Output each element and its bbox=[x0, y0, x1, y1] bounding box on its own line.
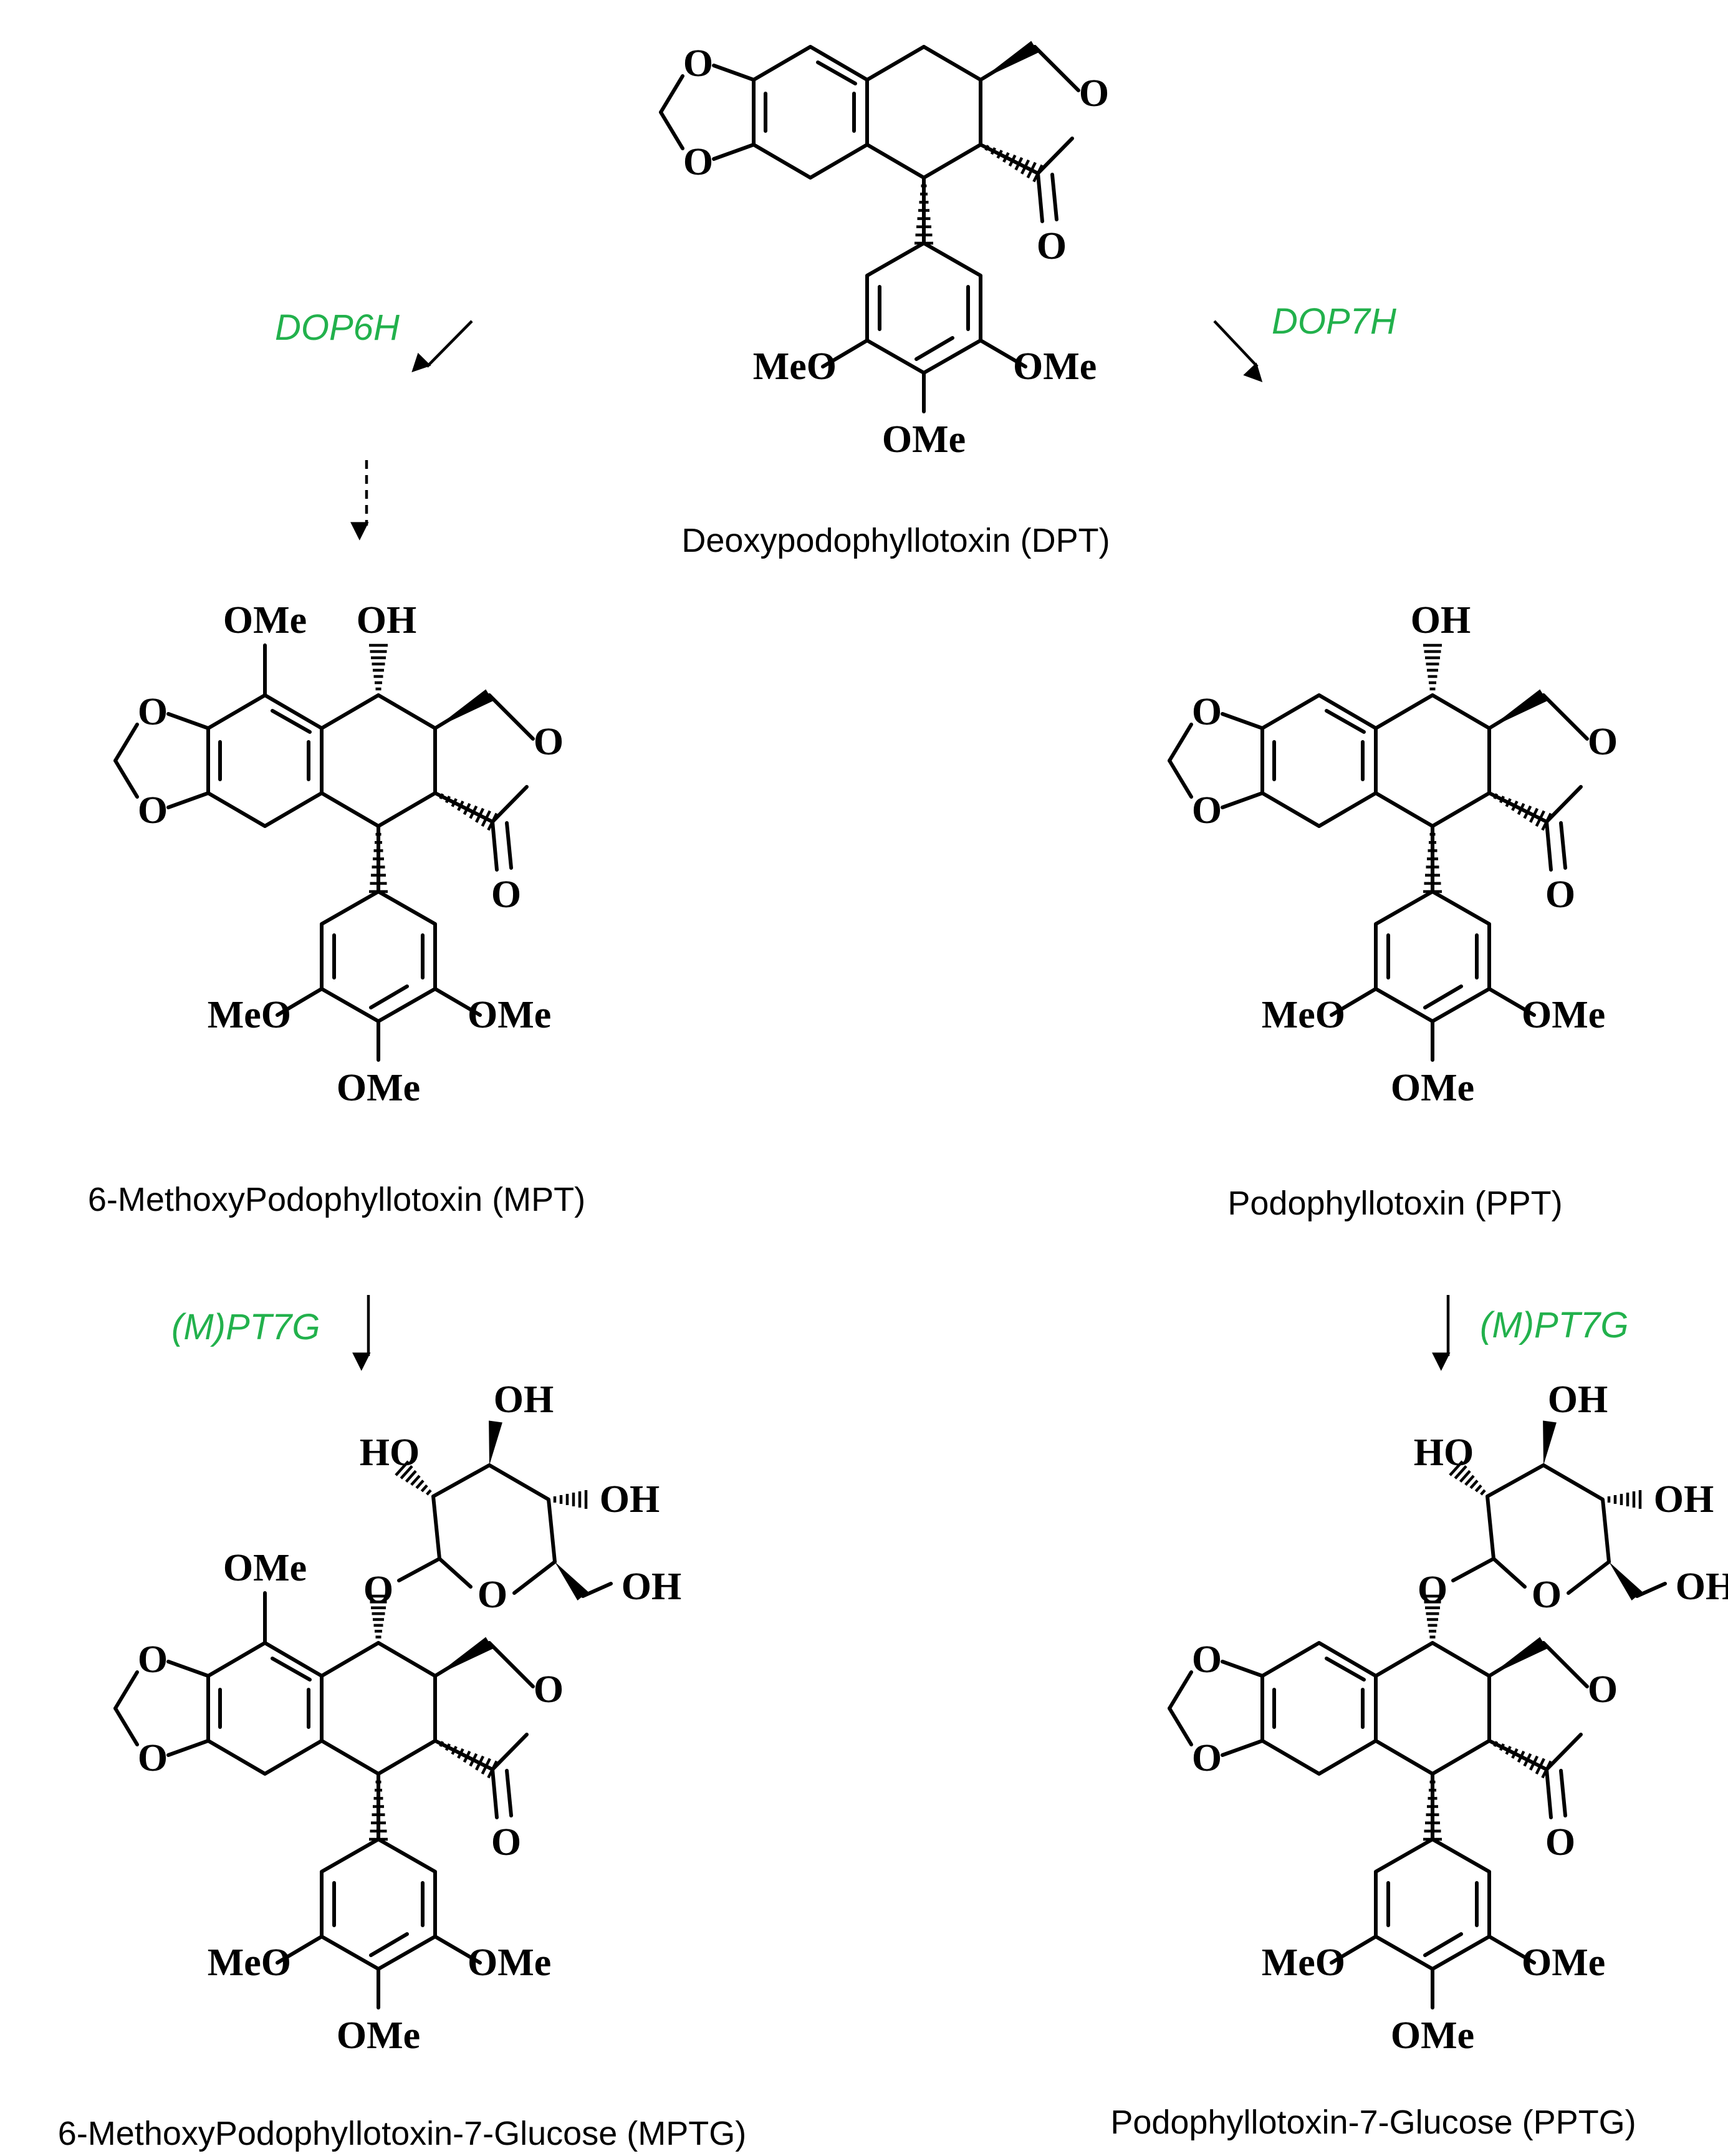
ome-right: OMe bbox=[468, 1942, 551, 1984]
ome-c6: OMe bbox=[223, 1547, 307, 1589]
ome-bottom: OMe bbox=[1391, 2014, 1474, 2057]
sugar-oh-ch2: OH bbox=[622, 1566, 681, 1608]
meo-left: MeO bbox=[1262, 1942, 1345, 1984]
sugar-oh-ch2: OH bbox=[1676, 1566, 1728, 1608]
carbonyl-o: O bbox=[1545, 873, 1575, 916]
molecule-dpt: O O O O OMe MeO OMe bbox=[659, 41, 1109, 461]
oh-c7: OH bbox=[1411, 599, 1471, 642]
caption-mpt: 6-MethoxyPodophyllotoxin (MPT) bbox=[88, 1181, 585, 1218]
meo-left: MeO bbox=[1262, 994, 1345, 1036]
oh-c7: OH bbox=[357, 599, 416, 642]
dioxole-o1: O bbox=[1192, 691, 1222, 733]
enzyme-mpt7g-left: (M)PT7G bbox=[171, 1307, 320, 1347]
lactone-ring-o: O bbox=[534, 1668, 564, 1711]
ome-bottom: OMe bbox=[882, 418, 966, 461]
ome-c6: OMe bbox=[223, 599, 307, 642]
pyranose-o: O bbox=[478, 1574, 507, 1616]
molecule-ppt: O O O O OMe MeO OMe OH bbox=[1168, 599, 1618, 1109]
lactone-ring-o: O bbox=[1588, 1668, 1618, 1711]
carbonyl-o: O bbox=[491, 1821, 521, 1864]
dioxole-o2: O bbox=[1192, 789, 1222, 832]
reaction-arrows bbox=[350, 320, 1451, 1371]
ome-bottom: OMe bbox=[337, 2014, 420, 2057]
caption-pptg: Podophyllotoxin-7-Glucose (PPTG) bbox=[1110, 2104, 1636, 2141]
ome-bottom: OMe bbox=[1391, 1067, 1474, 1109]
dioxole-o1: O bbox=[683, 42, 713, 85]
dioxole-o2: O bbox=[683, 141, 713, 183]
ome-bottom: OMe bbox=[337, 1067, 420, 1109]
enzyme-dop6h: DOP6H bbox=[275, 307, 400, 348]
lactone-ring-o: O bbox=[534, 721, 564, 763]
caption-ppt: Podophyllotoxin (PPT) bbox=[1227, 1185, 1562, 1222]
dioxole-o2: O bbox=[1192, 1737, 1222, 1779]
enzyme-mpt7g-right: (M)PT7G bbox=[1480, 1305, 1628, 1345]
sugar-oh-top: OH bbox=[1548, 1379, 1608, 1421]
ome-right: OMe bbox=[1522, 1942, 1605, 1984]
carbonyl-o: O bbox=[1037, 225, 1067, 267]
dioxole-o2: O bbox=[138, 1737, 168, 1779]
lactone-ring-o: O bbox=[1588, 721, 1618, 763]
sugar-ho: HO bbox=[1414, 1432, 1474, 1474]
sugar-oh-right: OH bbox=[600, 1478, 660, 1521]
dioxole-o2: O bbox=[138, 789, 168, 832]
sugar-ho: HO bbox=[360, 1432, 420, 1474]
arrow-dop6h bbox=[411, 320, 473, 373]
sugar-oh-right: OH bbox=[1654, 1478, 1714, 1521]
lactone-ring-o: O bbox=[1079, 72, 1109, 115]
ome-right: OMe bbox=[468, 994, 551, 1036]
arrow-dop7h bbox=[1213, 320, 1263, 382]
meo-left: MeO bbox=[753, 345, 837, 388]
enzyme-labels: DOP6H DOP7H (M)PT7G (M)PT7G bbox=[171, 301, 1628, 1347]
glycosidic-o: O bbox=[1418, 1569, 1447, 1611]
molecule-pptg: O O O O OMe MeO OMe O O HO OH OH OH bbox=[1168, 1379, 1728, 2057]
carbonyl-o: O bbox=[1545, 1821, 1575, 1864]
enzyme-dop7h: DOP7H bbox=[1272, 301, 1396, 342]
caption-dpt: Deoxypodophyllotoxin (DPT) bbox=[681, 522, 1110, 559]
ome-right: OMe bbox=[1522, 994, 1605, 1036]
caption-mptg: 6-MethoxyPodophyllotoxin-7-Glucose (MPTG… bbox=[58, 2115, 746, 2152]
meo-left: MeO bbox=[208, 1942, 291, 1984]
meo-left: MeO bbox=[208, 994, 291, 1036]
ome-right: OMe bbox=[1013, 345, 1097, 388]
dioxole-o1: O bbox=[1192, 1639, 1222, 1681]
glycosidic-o: O bbox=[363, 1569, 393, 1611]
compound-captions: Deoxypodophyllotoxin (DPT) 6-MethoxyPodo… bbox=[58, 522, 1636, 2152]
dioxole-o1: O bbox=[138, 1639, 168, 1681]
pyranose-o: O bbox=[1532, 1574, 1562, 1616]
dioxole-o1: O bbox=[138, 691, 168, 733]
sugar-oh-top: OH bbox=[494, 1379, 554, 1421]
carbonyl-o: O bbox=[491, 873, 521, 916]
